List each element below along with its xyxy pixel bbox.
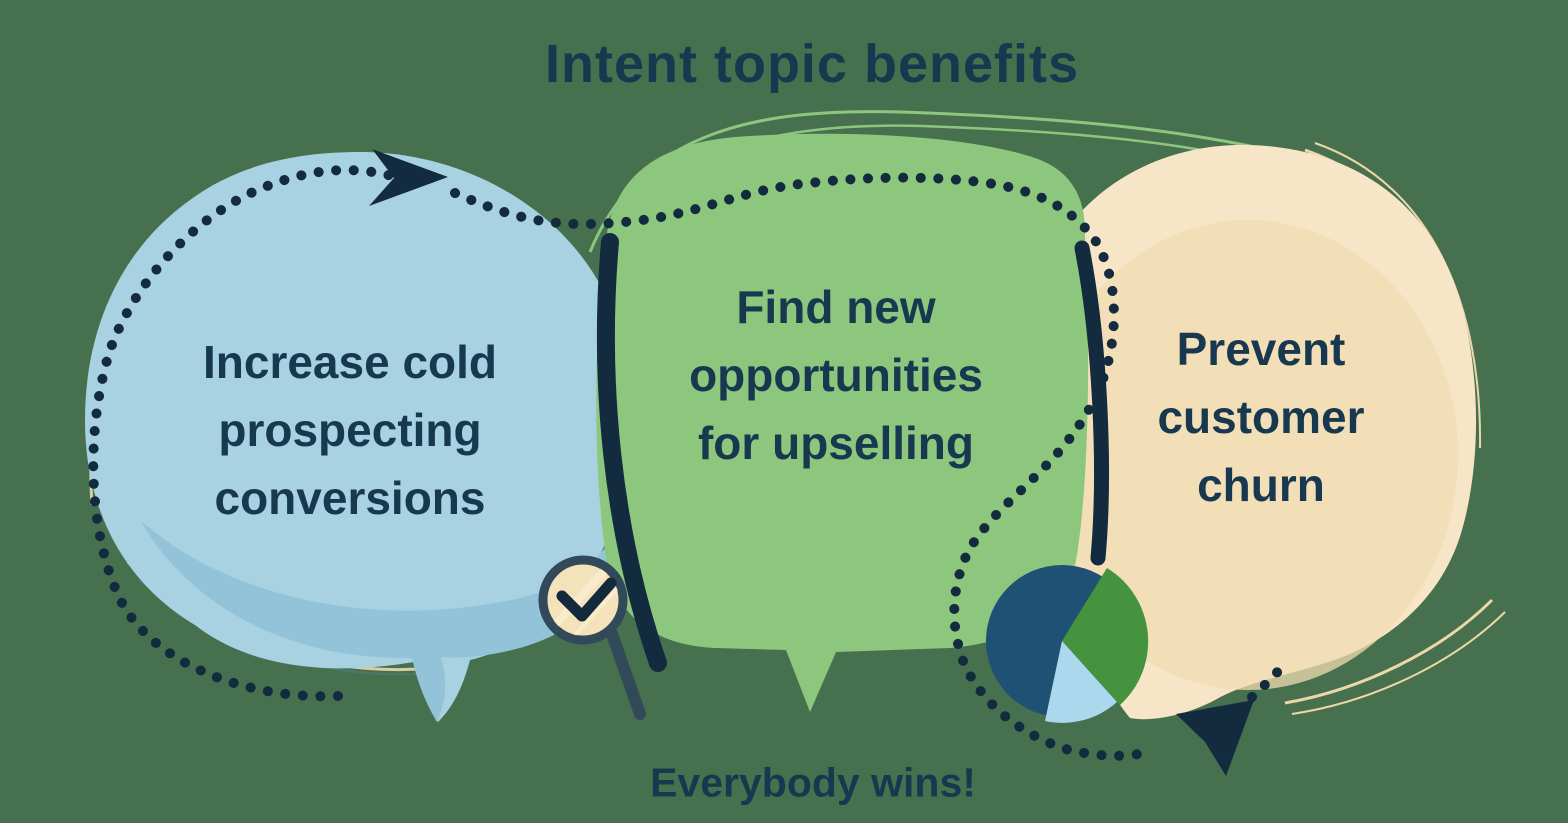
footer-tagline: Everybody wins! (650, 759, 976, 806)
blue-bubble-line-3: conversions (214, 472, 486, 524)
magnifier-check-icon (538, 555, 646, 720)
dotted-flow-arrows (88, 165, 1287, 761)
blue-bubble-text: Increase cold prospecting conversions (203, 328, 497, 532)
pie-slice-light-blue (1045, 641, 1117, 723)
blue-speech-bubble (85, 152, 632, 722)
blue-bubble-tail-shade (140, 500, 629, 722)
page-title: Intent topic benefits (545, 34, 1079, 94)
magnifier-handle (606, 628, 646, 720)
sketch-outline-tan-bottom-1 (1284, 598, 1494, 705)
tan-bubble-text: Prevent customer churn (1157, 315, 1364, 519)
arrow-right-icon (369, 149, 448, 206)
pie-chart-icon (986, 565, 1149, 723)
seam-strokes (596, 233, 1109, 672)
lens-glare (552, 567, 619, 636)
green-bubble-line-2: opportunities (689, 349, 983, 401)
green-speech-bubble (596, 133, 1089, 712)
arrow-up-right-icon (1176, 700, 1254, 776)
dotted-path-tail-dots (1247, 662, 1287, 702)
pie-slice-green (1062, 568, 1149, 705)
green-bubble-line-3: for upselling (697, 417, 974, 469)
tan-bubble-line-2: customer (1157, 391, 1365, 443)
tan-bubble-inner-shade (1038, 220, 1458, 690)
checkmark-icon (556, 577, 617, 622)
dotted-path-green-tan (450, 172, 1153, 761)
dotted-path-blue-loop (88, 165, 397, 702)
blue-bubble-line-1: Increase cold (202, 336, 498, 388)
tan-bubble-line-1: Prevent (1176, 323, 1346, 375)
green-bubble-shape (596, 133, 1089, 712)
sketch-outline-tan-bottom-2 (1291, 611, 1506, 715)
blue-bubble-line-2: prospecting (218, 404, 482, 456)
seam-stroke-right (1074, 240, 1109, 566)
green-bubble-text: Find new opportunities for upselling (689, 273, 983, 477)
seam-stroke-left (596, 233, 667, 672)
tan-bubble-line-3: churn (1197, 459, 1325, 511)
green-bubble-line-1: Find new (736, 281, 936, 333)
tan-speech-bubble (1021, 144, 1477, 720)
